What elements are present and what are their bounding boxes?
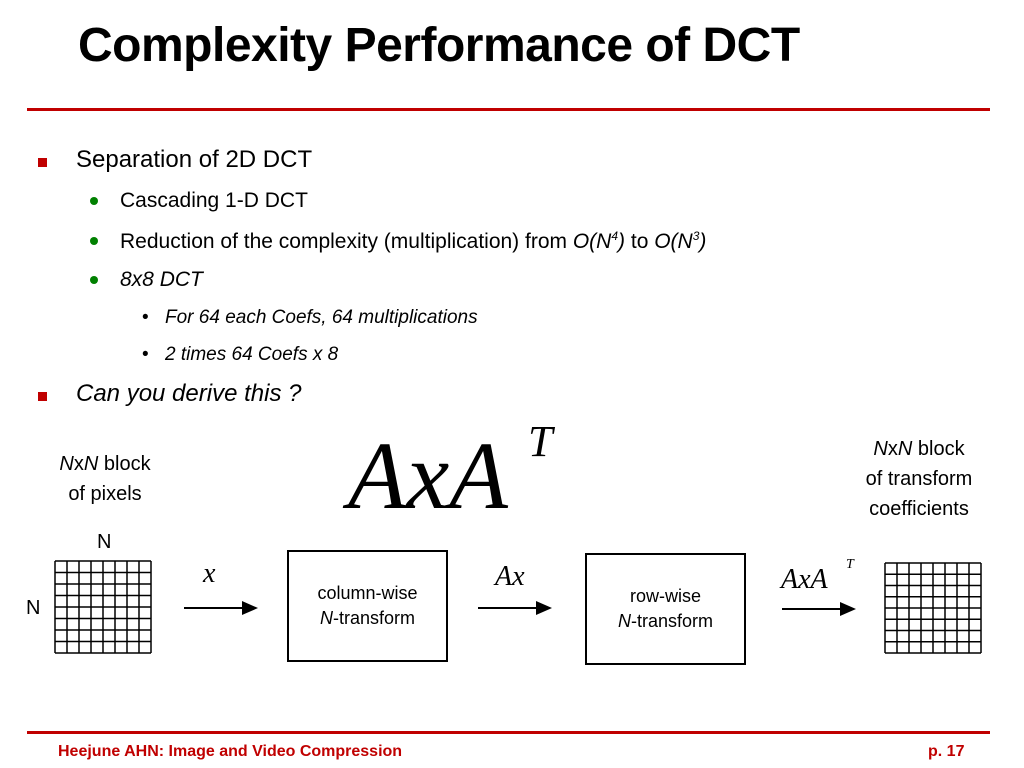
input-block-caption-line1: NxN block	[35, 449, 175, 479]
bullet-derive: Can you derive this ?	[76, 380, 302, 407]
caption-x: x	[73, 453, 84, 475]
complexity-from-close: )	[618, 230, 626, 253]
bullet-square-icon	[38, 158, 47, 167]
bullet-reduction: Reduction of the complexity (multiplicat…	[120, 230, 706, 252]
grid-left-label: N	[26, 597, 41, 619]
input-block-caption: NxN block of pixels	[35, 449, 175, 509]
bullet-dot-icon	[90, 237, 98, 245]
formula-superscript: T	[528, 417, 553, 466]
column-transform-label: column-wise	[317, 582, 418, 603]
box-n: N	[617, 611, 631, 631]
row-transform-label-line2: N-transform	[618, 609, 713, 634]
arrow-right-icon	[184, 601, 258, 615]
complexity-from-base: O(N	[572, 230, 612, 253]
sub-bullet-icon: •	[142, 344, 149, 365]
complexity-to-base: O(N	[654, 230, 693, 253]
bullet-square-icon	[38, 392, 47, 401]
footer-course-title: Heejune AHN: Image and Video Compression	[58, 743, 403, 760]
output-block-caption-line1: NxN block	[838, 434, 1000, 464]
caption-n: N	[897, 438, 913, 460]
output-block-caption: NxN block of transform coefficients	[838, 434, 1000, 524]
sub-bullet-icon: •	[142, 307, 149, 328]
page-title: Complexity Performance of DCT	[78, 19, 800, 72]
output-block-caption-line3: coefficients	[869, 498, 969, 520]
caption-n: N	[59, 453, 74, 475]
arrow-right-icon	[478, 601, 552, 615]
arrow-right-icon	[782, 602, 856, 616]
grid-top-label: N	[97, 531, 112, 553]
input-block-caption-line2: of pixels	[68, 483, 142, 505]
caption-block: block	[912, 438, 965, 460]
caption-n: N	[873, 438, 888, 460]
title-divider	[27, 108, 990, 111]
box-transform: -transform	[332, 608, 415, 628]
footer-divider	[27, 731, 990, 734]
bullet-64-coefs: For 64 each Coefs, 64 multiplications	[165, 307, 478, 328]
column-transform-label-line2: N-transform	[320, 606, 415, 631]
complexity-from: O(N4)	[573, 230, 625, 253]
arrow1-label: x	[203, 558, 216, 589]
complexity-from-exponent: 4	[611, 229, 619, 243]
arrow3-label: AxA	[781, 564, 828, 595]
formula-axat: AxA	[348, 428, 508, 524]
column-transform-box: column-wise N-transform	[287, 550, 448, 662]
output-block-caption-line2: of transform	[865, 468, 973, 490]
reduction-text: Reduction of the complexity (multiplicat…	[120, 230, 573, 253]
bullet-8x8-dct: 8x8 DCT	[120, 268, 203, 291]
reduction-to: to	[625, 230, 655, 253]
page-number: p. 17	[928, 743, 965, 760]
box-n: N	[319, 608, 333, 628]
complexity-to-close: )	[699, 230, 707, 253]
bullet-2-times: 2 times 64 Coefs x 8	[165, 344, 339, 365]
coefficient-grid-output	[884, 562, 982, 654]
box-transform: -transform	[630, 611, 713, 631]
bullet-dot-icon	[90, 276, 98, 284]
formula-main: AxA	[348, 422, 508, 529]
row-transform-label: row-wise	[629, 585, 701, 606]
bullet-cascading: Cascading 1-D DCT	[120, 189, 308, 212]
caption-block: block	[98, 453, 151, 475]
arrow3-label-superscript: T	[846, 557, 854, 572]
arrow2-label: Ax	[495, 561, 525, 592]
bullet-dot-icon	[90, 197, 98, 205]
complexity-to: O(N3)	[654, 230, 706, 253]
row-transform-box: row-wise N-transform	[585, 553, 746, 665]
complexity-to-exponent: 3	[692, 229, 700, 243]
pixel-grid-input	[54, 560, 152, 654]
bullet-separation: Separation of 2D DCT	[76, 146, 313, 173]
caption-x: x	[887, 438, 898, 460]
caption-n: N	[83, 453, 99, 475]
